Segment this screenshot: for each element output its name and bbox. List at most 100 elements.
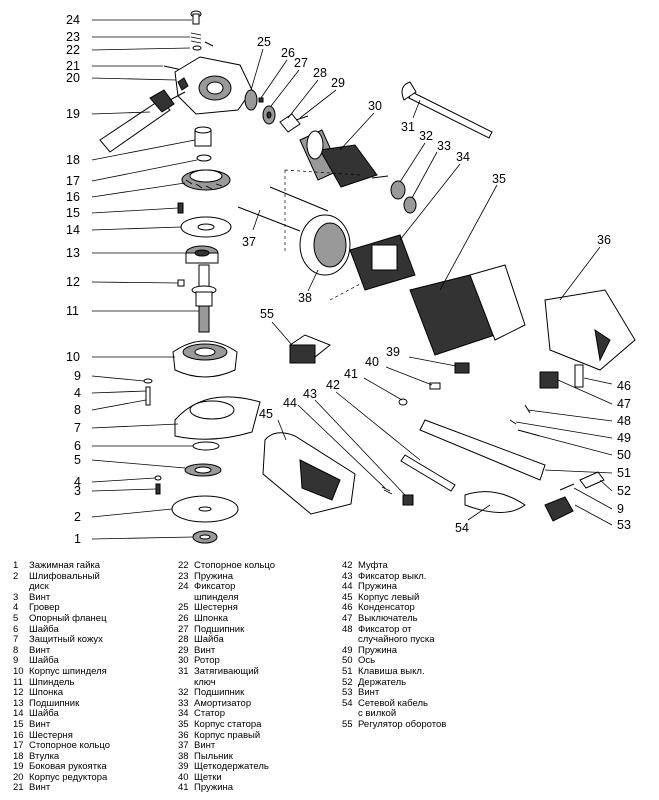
- legend-item-number: 22: [178, 560, 189, 571]
- callout-34: 34: [456, 150, 470, 164]
- legend-item-label: Корпус правый: [194, 729, 261, 741]
- legend-item-number: 40: [178, 771, 189, 783]
- legend-item-label: Опорный фланец: [29, 612, 107, 624]
- legend-item-number: 39: [178, 761, 189, 773]
- part-47-switch: [539, 371, 559, 389]
- legend-item-label: Шестерня: [29, 729, 73, 741]
- legend-item-number: 11: [13, 676, 23, 688]
- part-27-bearing: [262, 105, 276, 125]
- callout-55: 55: [260, 307, 274, 321]
- legend-item-number: 46: [342, 602, 353, 614]
- part-52-holder: [579, 471, 605, 489]
- legend-item-number: 6: [13, 623, 19, 635]
- legend-item-label: Ротор: [194, 655, 220, 667]
- legend-item-number: 12: [13, 687, 24, 699]
- legend-item-number: 15: [13, 718, 24, 730]
- legend-item-number: 14: [13, 708, 24, 720]
- legend-item-label: Корпус левый: [358, 591, 420, 603]
- callout-35: 35: [492, 172, 506, 186]
- callout-44: 44: [283, 396, 297, 410]
- legend-item-number: 13: [13, 697, 24, 709]
- callout-43: 43: [303, 387, 317, 401]
- legend-item-number: 41: [178, 782, 189, 794]
- callout-30: 30: [368, 99, 382, 113]
- part-18-bushing: [194, 126, 212, 147]
- legend-item-label: Фиксатор: [194, 581, 236, 593]
- legend-item-label: Винт: [29, 782, 51, 794]
- legend-item-label: Пыльник: [194, 750, 233, 762]
- legend-item-label: Щеткодержатель: [194, 761, 269, 773]
- callout-33: 33: [437, 139, 451, 153]
- callout-37: 37: [242, 235, 256, 249]
- legend-item-number: 50: [342, 655, 353, 667]
- part-3-screw: [155, 483, 161, 495]
- part-13-bearing: [185, 245, 219, 264]
- leader-lines: [91, 19, 613, 540]
- legend-item-label: Затягивающий: [194, 665, 259, 677]
- callout-49: 49: [617, 431, 631, 445]
- callout-20: 20: [66, 71, 80, 85]
- legend-item-label: Винт: [29, 644, 51, 656]
- part-25-gear: [244, 89, 258, 111]
- legend-item-number: 51: [342, 665, 353, 677]
- legend-item-number: 20: [13, 771, 24, 783]
- legend-item-number: 38: [178, 750, 189, 762]
- legend-item-label: Сетевой кабель: [358, 697, 428, 709]
- part-55-speed-regulator: [288, 334, 331, 364]
- legend-item-number: 53: [342, 687, 353, 699]
- legend-item-number: 44: [342, 581, 353, 593]
- legend-item-number: 3: [13, 591, 19, 603]
- part-15-screw: [177, 202, 184, 214]
- legend-item-label: Шайба: [29, 655, 59, 667]
- callout-54: 54: [455, 521, 469, 535]
- callout-9b: 9: [617, 502, 624, 516]
- legend-item-label: Статор: [194, 708, 225, 720]
- legend-item-label: Конденсатор: [358, 602, 415, 614]
- legend-item-number: 29: [178, 644, 189, 656]
- callout-2: 2: [74, 510, 81, 524]
- callout-4b: 4: [74, 475, 81, 489]
- legend-item-number: 28: [178, 634, 189, 646]
- legend-item-number: 30: [178, 655, 189, 667]
- legend-item-label: Регулятор оборотов: [358, 718, 447, 730]
- callout-25: 25: [257, 35, 271, 49]
- legend-item-number: 1: [13, 560, 19, 571]
- callout-28: 28: [313, 66, 327, 80]
- legend-item-number: 17: [13, 740, 24, 752]
- legend-item-label: Винт: [29, 718, 51, 730]
- part-54-power-cable: [464, 491, 574, 522]
- legend-item-number: 35: [178, 718, 189, 730]
- callout-17: 17: [66, 174, 80, 188]
- legend-item-label: Шпонка: [29, 687, 64, 699]
- legend-item: 46 Конденсатор: [342, 603, 446, 614]
- callout-51: 51: [617, 466, 631, 480]
- part-22-retaining-ring: [192, 41, 214, 51]
- legend-item-label: Корпус статора: [194, 718, 262, 730]
- legend-item-number: 7: [13, 634, 19, 646]
- part-28-washer: [279, 113, 301, 133]
- legend-item-number: 10: [13, 665, 24, 677]
- callout-21: 21: [66, 59, 80, 73]
- callout-13: 13: [66, 246, 80, 260]
- legend-item-label: Ось: [358, 655, 376, 667]
- part-23-spring: [190, 32, 202, 44]
- callout-29: 29: [331, 76, 345, 90]
- callout-39: 39: [386, 345, 400, 359]
- exploded-parts-diagram: 24 23 22 21 20 19 18 17 16 15 14 13 12 1…: [66, 10, 636, 546]
